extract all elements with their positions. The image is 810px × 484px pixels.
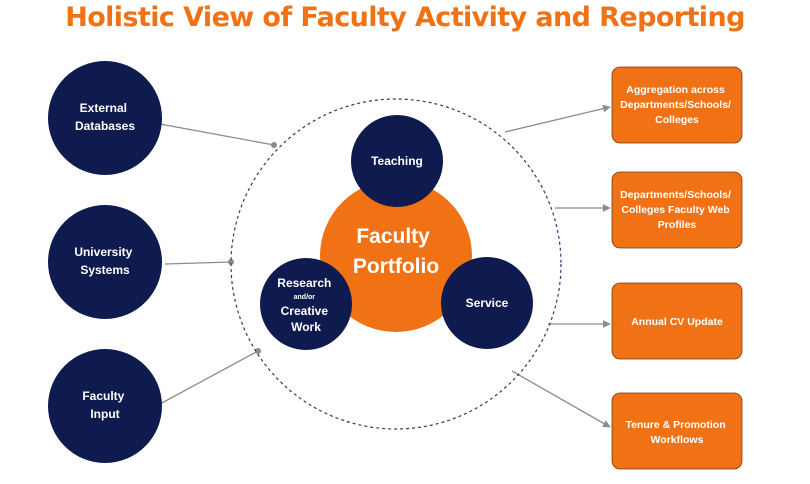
teaching-label: Teaching <box>371 154 423 168</box>
aggregation-box <box>611 66 743 144</box>
research-label: Research and/or Creative Work <box>277 276 334 334</box>
connector-dot <box>255 348 261 354</box>
faculty-portfolio-core <box>320 180 472 332</box>
output-connectors <box>504 104 611 428</box>
external-databases-node <box>48 61 162 175</box>
connector-dot <box>228 259 234 265</box>
research-node <box>260 258 352 350</box>
connector-dot <box>271 142 277 148</box>
faculty-portfolio-label: Faculty Portfolio <box>353 225 439 278</box>
university-systems-node <box>48 205 162 319</box>
connector-external-databases <box>159 123 275 146</box>
service-node <box>441 257 533 349</box>
aggregation-label: Aggregation across Departments/Schools/ … <box>620 84 734 126</box>
connector-tenure-promotion <box>511 370 611 428</box>
faculty-input-label: Faculty Input <box>82 389 127 421</box>
connector-faculty-input <box>159 350 259 405</box>
connector-university-systems <box>164 261 232 265</box>
input-nodes: External Databases University Systems Fa… <box>48 61 162 463</box>
annual-cv-label: Annual CV Update <box>631 316 723 328</box>
output-boxes: Aggregation across Departments/Schools/ … <box>611 66 743 470</box>
faculty-input-node <box>48 349 162 463</box>
annual-cv-box <box>611 282 743 360</box>
teaching-node <box>351 115 443 207</box>
tenure-promotion-label: Tenure & Promotion Workflows <box>625 419 728 446</box>
connector-aggregation <box>504 104 611 133</box>
university-systems-label: University Systems <box>74 245 135 277</box>
input-connectors <box>159 123 277 405</box>
external-databases-label: External Databases <box>75 101 135 133</box>
service-label: Service <box>466 296 509 310</box>
web-profiles-label: Departments/Schools/ Colleges Faculty We… <box>620 189 734 231</box>
tenure-promotion-box <box>611 392 743 470</box>
web-profiles-box <box>611 171 743 249</box>
page-title: Holistic View of Faculty Activity and Re… <box>65 2 745 33</box>
portfolio-dashed-ring <box>230 98 562 430</box>
portfolio-components: Teaching Research and/or Creative Work S… <box>260 115 533 350</box>
